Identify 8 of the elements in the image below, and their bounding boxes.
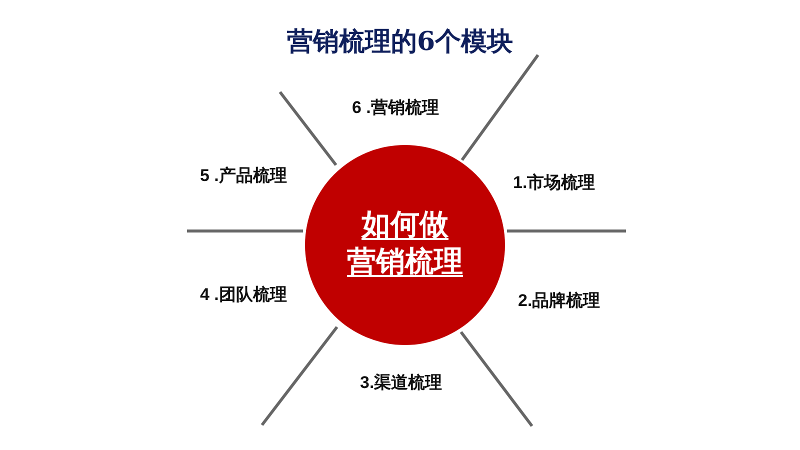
section-label: 2.品牌梳理 (518, 291, 600, 311)
diagram-title: 营销梳理的6个模块 (286, 26, 514, 58)
section-label: 5 .产品梳理 (200, 166, 287, 186)
circle-text: 如何做营销梳理 (346, 206, 464, 280)
section-label: 6 .营销梳理 (352, 98, 439, 118)
section-label: 3.渠道梳理 (360, 373, 442, 393)
section-label: 1.市场梳理 (513, 173, 596, 193)
section-label: 4 .团队梳理 (200, 285, 287, 305)
